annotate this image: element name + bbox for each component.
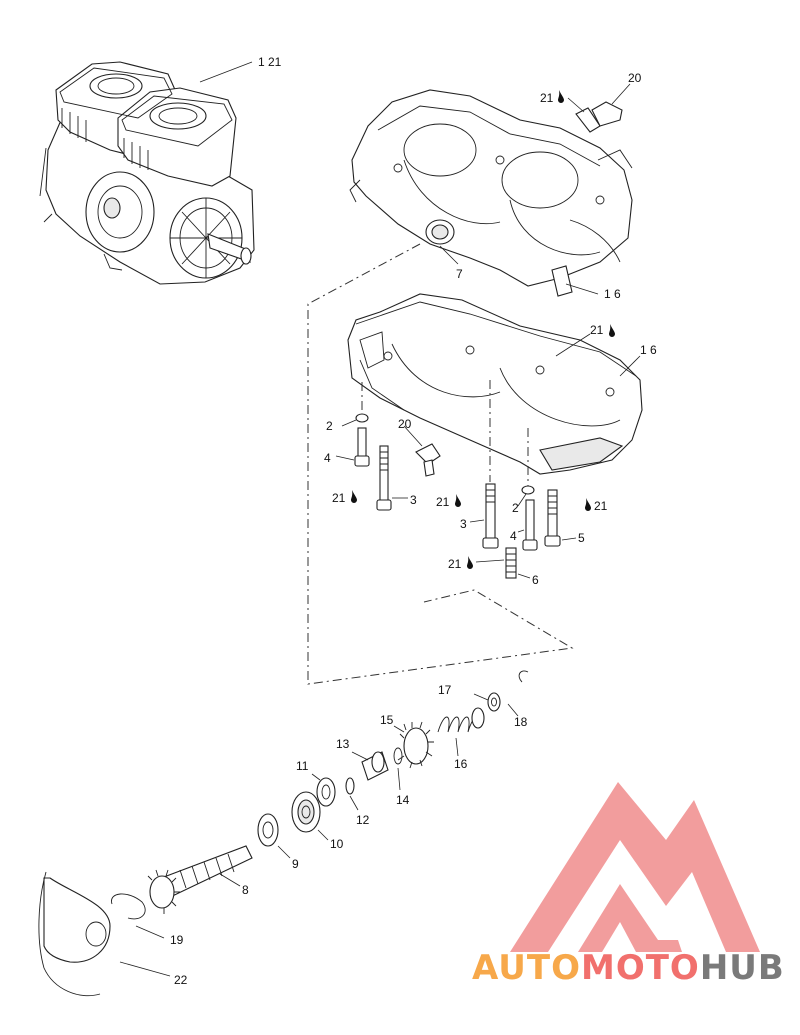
- callout-7: 7: [456, 267, 463, 281]
- callout-21-left: 21: [332, 491, 346, 505]
- upper-crankcase-half: [349, 89, 633, 297]
- callout-21-top: 21: [540, 91, 554, 105]
- callout-1-6-top: 1 6: [604, 287, 621, 301]
- callout-20-top: 20: [628, 71, 642, 85]
- callout-11: 11: [296, 759, 309, 773]
- callout-3-center: 3: [460, 517, 467, 531]
- watermark-moto: MOTO: [580, 948, 700, 988]
- alignment-dashed-line: [307, 243, 574, 685]
- callout-17: 17: [438, 683, 452, 697]
- callout-12: 12: [356, 813, 370, 827]
- callout-3-left: 3: [410, 493, 417, 507]
- callout-21-bottom: 21: [448, 557, 462, 571]
- watermark-hub: HUB: [699, 948, 785, 988]
- callout-19: 19: [170, 933, 184, 947]
- callout-2-right: 2: [512, 501, 519, 515]
- callout-13: 13: [336, 737, 350, 751]
- automotohub-logo-icon: [510, 782, 760, 952]
- callout-6: 6: [532, 573, 539, 587]
- callout-10: 10: [330, 837, 344, 851]
- callout-4-left: 4: [324, 451, 331, 465]
- engine-assembly: [39, 61, 255, 285]
- callout-14: 14: [396, 793, 410, 807]
- callout-8: 8: [242, 883, 249, 897]
- callout-15: 15: [380, 713, 394, 727]
- callout-1-21: 1 21: [258, 55, 282, 69]
- part-20-fitting-top: [575, 83, 631, 133]
- sealant-drop-icon: [609, 324, 615, 337]
- sealant-drop-icon: [455, 494, 461, 507]
- sealant-drop-icon: [558, 90, 564, 103]
- callout-21-mid: 21: [590, 323, 604, 337]
- callout-18: 18: [514, 715, 528, 729]
- watermark-text: AUTOMOTOHUB: [472, 948, 785, 988]
- watermark-auto: AUTO: [472, 948, 581, 988]
- callout-2-left: 2: [326, 419, 333, 433]
- sealant-drop-icon: [351, 490, 357, 503]
- callout-22: 22: [174, 973, 188, 987]
- callout-9: 9: [292, 857, 299, 871]
- sealant-drop-icon: [467, 556, 473, 569]
- fastener-group: [335, 380, 577, 579]
- callout-5: 5: [578, 531, 585, 545]
- shaft-assembly: [38, 670, 529, 997]
- callout-4-right: 4: [510, 529, 517, 543]
- callout-1-6-mid: 1 6: [640, 343, 657, 357]
- lower-crankcase-half: [347, 293, 643, 475]
- callout-20-mid: 20: [398, 417, 412, 431]
- callout-21-center: 21: [436, 495, 450, 509]
- callout-16: 16: [454, 757, 468, 771]
- sealant-drop-icon: [585, 498, 591, 511]
- callout-21-right: 21: [594, 499, 608, 513]
